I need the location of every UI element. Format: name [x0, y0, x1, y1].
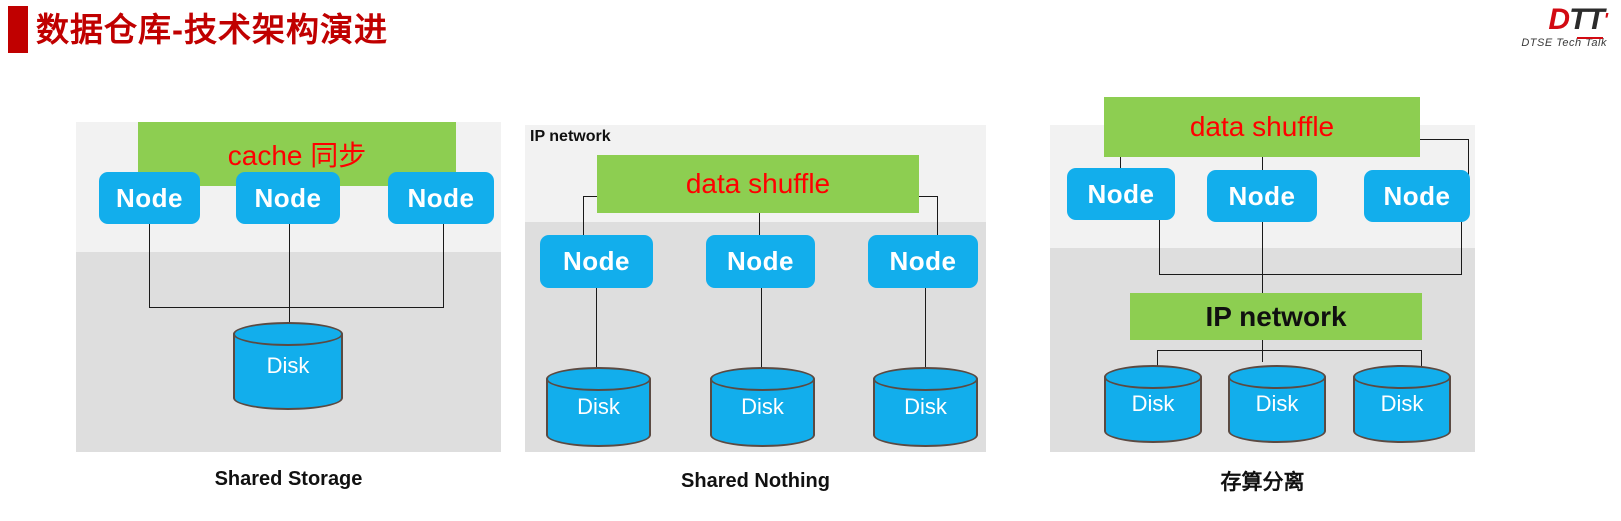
- panel1-node-3[interactable]: Node: [388, 172, 494, 224]
- panel2-node-2-label: Node: [727, 246, 794, 276]
- panel3-ipnet-down-vertical: [1262, 340, 1263, 362]
- logo-subtitle: DTSE Tech Talk: [1521, 37, 1607, 49]
- panel1-disk-1-body: [233, 334, 343, 398]
- panel3-node1-down-vertical: [1159, 220, 1160, 274]
- panel2-disk-1-top-ellipse: [546, 367, 651, 391]
- panel2-node3-disk-connector: [925, 288, 926, 370]
- panel1-disk-1[interactable]: Disk: [233, 322, 343, 410]
- panel3-banner-label: data shuffle: [1189, 111, 1335, 142]
- panel3-disk-bus: [1157, 350, 1421, 351]
- panel1-banner-label: cache 同步: [227, 140, 367, 171]
- panel1-caption: Shared Storage: [214, 468, 363, 490]
- panel2-node-1-label: Node: [563, 246, 630, 276]
- panel3-mid-bus: [1159, 274, 1462, 275]
- logo-letters-tt: TT: [1569, 3, 1605, 36]
- panel3-disk-1-label: Disk: [1131, 391, 1175, 416]
- panel3-disk-3-top-ellipse: [1353, 365, 1451, 389]
- logo-letter-d: D: [1548, 3, 1570, 36]
- panel3-disk-3-label: Disk: [1380, 391, 1424, 416]
- panel1-disk-1-label: Disk: [266, 353, 310, 378]
- panel3-node3-down-vertical: [1461, 220, 1462, 274]
- panel3-disk1-vertical: [1157, 350, 1158, 372]
- panel1-node-1[interactable]: Node: [99, 172, 200, 224]
- panel3-node-2-label: Node: [1228, 180, 1296, 211]
- panel3-node-1-label: Node: [1087, 178, 1155, 209]
- panel3-caption: 存算分离: [1220, 471, 1305, 494]
- panel1-connector-left-vertical: [149, 223, 150, 307]
- title-accent-bar: [8, 6, 28, 53]
- panel3-node2-down-vertical: [1262, 220, 1263, 293]
- panel3-ip-network-bar: IP network: [1130, 293, 1422, 340]
- panel3-disk-3[interactable]: Disk: [1353, 365, 1451, 443]
- panel3-node-1[interactable]: Node: [1067, 168, 1175, 220]
- panel3-node-3-label: Node: [1383, 180, 1451, 211]
- panel2-disk-2[interactable]: Disk: [710, 367, 815, 447]
- panel3-top-right-vertical: [1468, 139, 1469, 179]
- panel2-ip-network-label: IP network: [530, 128, 611, 145]
- panel1-node-2[interactable]: Node: [236, 172, 340, 224]
- panel2-disk-1-label: Disk: [577, 394, 620, 419]
- logo-underline: [1577, 37, 1603, 39]
- panel2-node1-disk-connector: [596, 288, 597, 370]
- panel2-disk-2-label: Disk: [741, 394, 784, 419]
- panel2-banner-label: data shuffle: [685, 168, 831, 199]
- panel2-disk-3-label: Disk: [904, 394, 947, 419]
- panel2-caption: Shared Nothing: [681, 470, 830, 492]
- panel1-node-2-label: Node: [254, 182, 322, 213]
- panel3-disk-2[interactable]: Disk: [1228, 365, 1326, 443]
- panel3-disk-2-label: Disk: [1255, 391, 1299, 416]
- panel2-disk-3[interactable]: Disk: [873, 367, 978, 447]
- panel2-disk-3-top-ellipse: [873, 367, 978, 391]
- panel1-connector-right-vertical: [443, 223, 444, 307]
- panel3-disk-1[interactable]: Disk: [1104, 365, 1202, 443]
- panel2-disk-1[interactable]: Disk: [546, 367, 651, 447]
- panel3-node-3[interactable]: Node: [1364, 170, 1470, 222]
- panel2-node-3[interactable]: Node: [868, 235, 978, 288]
- panel3-disk-2-top-ellipse: [1228, 365, 1326, 389]
- dtt-logo: DTT' DTSE Tech Talk: [1437, 3, 1608, 60]
- panel3-top-left-vertical: [1120, 139, 1121, 179]
- panel2-connector-right-vertical: [937, 196, 938, 237]
- panel2-connector-left-vertical: [583, 196, 584, 237]
- panel3-disk3-vertical: [1421, 350, 1422, 372]
- panel3-banner-data-shuffle: data shuffle: [1104, 97, 1420, 157]
- panel3-node-2[interactable]: Node: [1207, 170, 1317, 222]
- panel1-connector-bus: [149, 307, 444, 308]
- panel2-node-2[interactable]: Node: [706, 235, 815, 288]
- logo-wordmark: DTT': [1437, 3, 1608, 36]
- panel1-node-1-label: Node: [116, 182, 183, 213]
- panel2-disk-2-top-ellipse: [710, 367, 815, 391]
- panel3-top-mid-vertical: [1262, 139, 1263, 179]
- panel1-disk-1-top-ellipse: [233, 322, 343, 346]
- panel2-banner-data-shuffle: data shuffle: [597, 155, 919, 213]
- panel2-node-3-label: Node: [889, 246, 957, 276]
- panel1-connector-mid-vertical: [289, 223, 290, 330]
- panel3-disk-1-top-ellipse: [1104, 365, 1202, 389]
- panel1-node-3-label: Node: [407, 182, 475, 213]
- logo-tick-icon: ': [1603, 10, 1608, 30]
- panel2-node2-disk-connector: [761, 288, 762, 370]
- panel2-node-1[interactable]: Node: [540, 235, 653, 288]
- panel3-ip-network-label: IP network: [1205, 300, 1347, 332]
- page-title: 数据仓库-技术架构演进: [36, 11, 388, 48]
